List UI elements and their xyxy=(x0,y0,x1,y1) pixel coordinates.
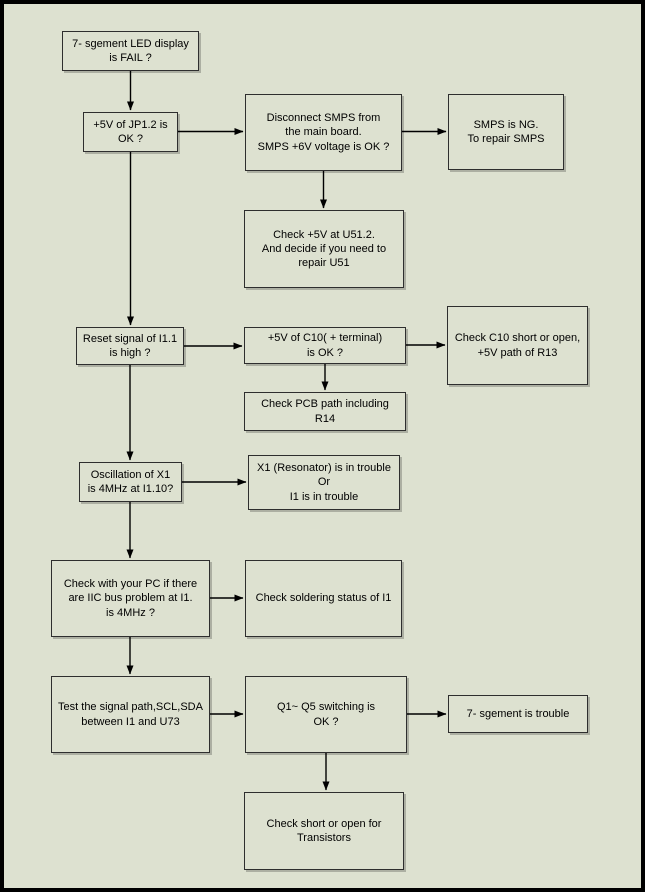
node-jp12: +5V of JP1.2 is OK ? xyxy=(83,112,178,152)
node-x1-trouble: X1 (Resonator) is in trouble Or I1 is in… xyxy=(248,455,400,510)
node-q1-q5: Q1~ Q5 switching is OK ? xyxy=(245,676,407,753)
node-segment-trouble: 7- sgement is trouble xyxy=(448,695,588,733)
node-check-u51: Check +5V at U51.2. And decide if you ne… xyxy=(244,210,404,288)
node-smps-ng: SMPS is NG. To repair SMPS xyxy=(448,94,564,170)
node-signal-path: Test the signal path,SCL,SDA between I1 … xyxy=(51,676,210,753)
node-transistors: Check short or open for Transistors xyxy=(244,792,404,870)
node-pcb-path: Check PCB path including R14 xyxy=(244,392,406,431)
node-c10-5v: +5V of C10( + terminal) is OK ? xyxy=(244,327,406,364)
node-c10-check: Check C10 short or open, +5V path of R13 xyxy=(447,306,588,385)
node-start: 7- sgement LED display is FAIL ? xyxy=(62,31,199,71)
node-iic-check: Check with your PC if there are IIC bus … xyxy=(51,560,210,637)
node-reset-signal: Reset signal of I1.1 is high ? xyxy=(76,327,184,365)
node-soldering: Check soldering status of I1 xyxy=(245,560,402,637)
node-oscillation: Oscillation of X1 is 4MHz at I1.10? xyxy=(79,462,182,502)
node-smps-disconnect: Disconnect SMPS from the main board. SMP… xyxy=(245,94,402,171)
